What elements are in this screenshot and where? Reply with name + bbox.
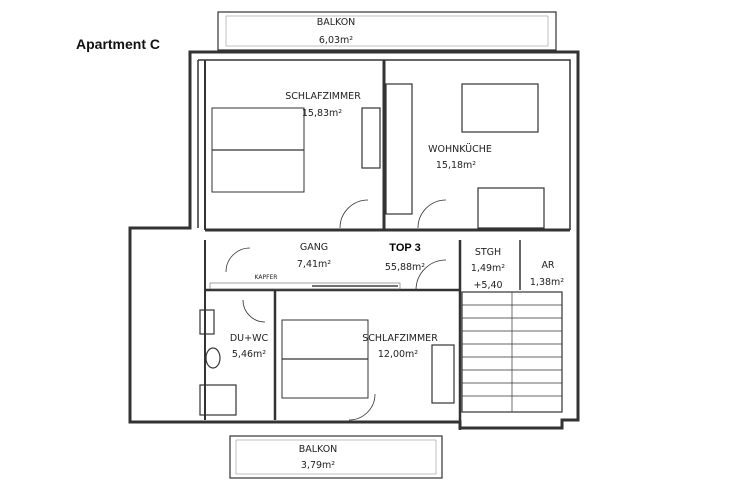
wohnkueche-area: 15,18m² bbox=[436, 160, 476, 171]
gang-name: GANG bbox=[300, 242, 328, 253]
balcony-bottom-outline bbox=[229, 435, 443, 479]
unit-label: TOP 3 bbox=[389, 242, 420, 254]
ar-area: 1,38m² bbox=[530, 277, 564, 288]
stgh-name: STGH bbox=[475, 247, 501, 258]
gang-area: 7,41m² bbox=[297, 259, 331, 270]
du-wc-name: DU+WC bbox=[230, 333, 269, 344]
schlafzimmer-2-area: 12,00m² bbox=[378, 349, 418, 360]
schlafzimmer-1-name: SCHLAFZIMMER bbox=[285, 91, 361, 102]
outer-wall bbox=[128, 50, 580, 430]
balkon-bottom-area: 3,79m² bbox=[301, 460, 335, 471]
balkon-bottom-name: BALKON bbox=[299, 444, 338, 455]
unit-area: 55,88m² bbox=[385, 262, 425, 273]
schlafzimmer-2-name: SCHLAFZIMMER bbox=[362, 333, 438, 344]
balkon-top-area: 6,03m² bbox=[319, 35, 353, 46]
level-annotation: +5,40 bbox=[473, 280, 502, 291]
stgh-area: 1,49m² bbox=[471, 263, 505, 274]
wohnkueche-name: WOHNKÜCHE bbox=[428, 144, 492, 155]
du-wc-area: 5,46m² bbox=[232, 349, 266, 360]
balcony-top-outline bbox=[217, 11, 557, 51]
balkon-top-name: BALKON bbox=[317, 17, 356, 28]
schlafzimmer-1-area: 15,83m² bbox=[302, 108, 342, 119]
ar-name: AR bbox=[541, 260, 554, 271]
kapfer-annotation: KAPFER bbox=[255, 274, 278, 281]
room-labels: BALKON 6,03m² SCHLAFZIMMER 15,83m² WOHNK… bbox=[230, 17, 564, 471]
plan-title: Apartment C bbox=[76, 36, 161, 52]
